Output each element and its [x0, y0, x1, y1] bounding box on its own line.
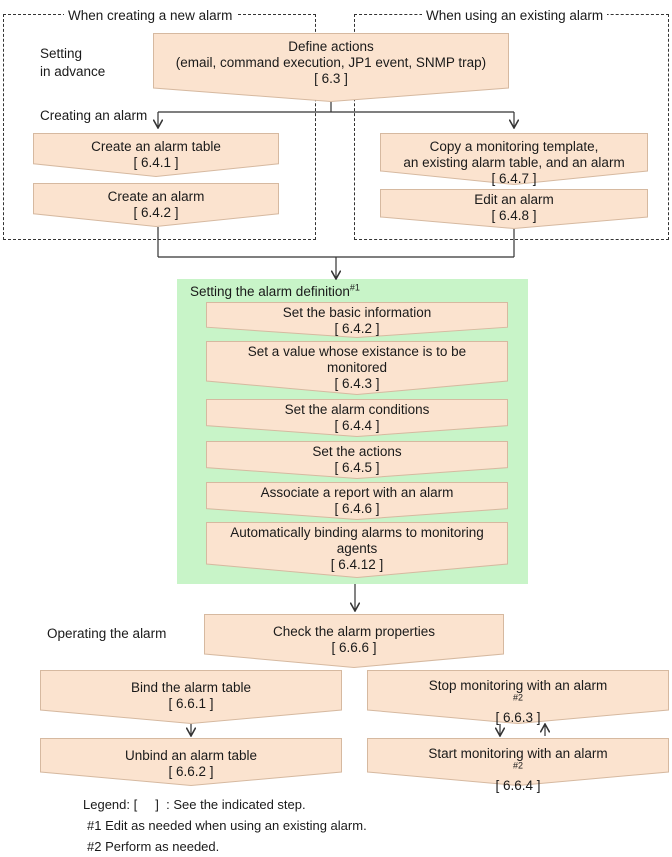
step-shape — [206, 302, 508, 338]
step-create-alarm: Create an alarm[ 6.4.2 ] — [33, 183, 279, 227]
legend-line-1: Legend: [ ] : See the indicated step. — [83, 797, 306, 812]
new-alarm-group-title: When creating a new alarm — [64, 8, 237, 24]
step-unbind-alarm-table: Unbind an alarm table[ 6.6.2 ] — [40, 738, 342, 786]
step-set-actions: Set the actions[ 6.4.5 ] — [206, 441, 508, 479]
step-copy-monitoring-template: Copy a monitoring template,an existing a… — [380, 133, 648, 186]
legend-line-3: #2 Perform as needed. — [87, 839, 220, 854]
step-stop-monitoring: Stop monitoring with an alarm#2[ 6.6.3 ] — [367, 670, 669, 725]
step-start-monitoring: Start monitoring with an alarm#2[ 6.6.4 … — [367, 738, 669, 793]
step-shape — [40, 738, 342, 786]
step-shape — [367, 670, 669, 724]
step-bind-alarm-table: Bind the alarm table[ 6.6.1 ] — [40, 670, 342, 724]
step-auto-binding: Automatically binding alarms to monitori… — [206, 522, 508, 578]
step-shape — [204, 614, 504, 668]
step-shape — [206, 341, 508, 395]
step-edit-alarm: Edit an alarm[ 6.4.8 ] — [380, 189, 648, 229]
step-define-actions: Define actions(email, command execution,… — [153, 33, 509, 102]
step-shape — [33, 183, 279, 227]
step-shape — [206, 399, 508, 437]
step-create-alarm-table: Create an alarm table[ 6.4.1 ] — [33, 133, 279, 177]
step-shape — [380, 189, 648, 229]
step-shape — [367, 738, 669, 786]
step-associate-report: Associate a report with an alarm[ 6.4.6 … — [206, 482, 508, 520]
step-shape — [206, 482, 508, 520]
step-set-basic-information: Set the basic information[ 6.4.2 ] — [206, 302, 508, 338]
creating-alarm-label: Creating an alarm — [40, 108, 148, 123]
setting-in-advance-label-2: in advance — [40, 64, 106, 79]
alarm-definition-title: Setting the alarm definition#1 — [190, 282, 360, 299]
step-check-alarm-properties: Check the alarm properties[ 6.6.6 ] — [204, 614, 504, 668]
step-set-alarm-conditions: Set the alarm conditions[ 6.4.4 ] — [206, 399, 508, 437]
setting-in-advance-label-1: Setting — [40, 46, 83, 61]
step-shape — [206, 522, 508, 578]
step-shape — [206, 441, 508, 479]
step-shape — [380, 133, 648, 185]
existing-alarm-group-title: When using an existing alarm — [422, 8, 608, 24]
step-shape — [33, 133, 279, 177]
operating-alarm-label: Operating the alarm — [47, 626, 167, 641]
step-shape — [40, 670, 342, 724]
step-shape — [153, 33, 509, 102]
legend-line-2: #1 Edit as needed when using an existing… — [87, 818, 367, 833]
